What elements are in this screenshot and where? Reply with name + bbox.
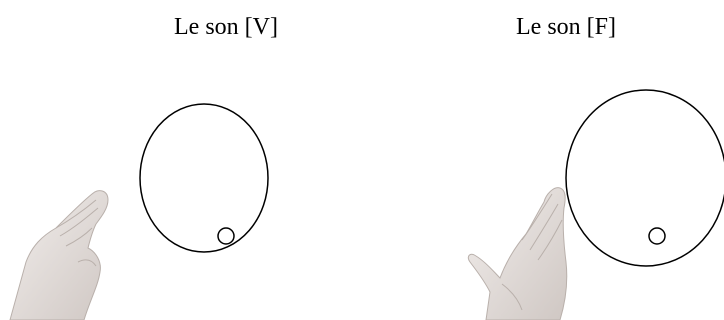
head-circle-icon xyxy=(566,90,724,266)
panel-f xyxy=(468,90,724,320)
head-circle-icon xyxy=(140,104,268,252)
hand-icon xyxy=(468,188,566,320)
hand-icon xyxy=(10,191,108,320)
mouth-circle-icon xyxy=(218,228,234,244)
panel-v xyxy=(10,104,268,320)
mouth-circle-icon xyxy=(649,228,665,244)
